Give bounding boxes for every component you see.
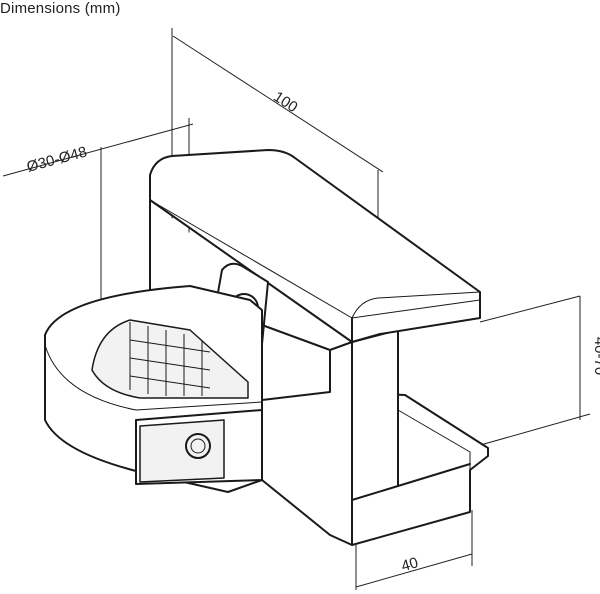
clamp-ring-top-edge [44,344,263,411]
clamp-screw-recess [139,419,225,483]
label-length: 100 [270,88,300,116]
label-height: 40-70 [591,337,600,375]
diagram-title: Dimensions (mm) [0,0,121,17]
top-cover [149,149,481,343]
bracket-side-face [351,329,399,501]
foot-slot-edge [397,463,471,487]
top-cover-bevel [351,291,481,319]
label-width: 40 [399,554,420,575]
dim-line-diameter [2,123,194,177]
clamp-ring-inner [91,319,249,399]
ext-line-height-bottom [469,413,591,449]
screw-icon [185,433,211,459]
dim-line-width [355,553,473,588]
clamp-grip-pad [129,322,211,396]
ext-line-height-top [479,295,581,323]
pole-clamp [44,285,263,493]
dim-line-length [172,35,384,173]
label-diameter: Ø30-Ø48 [25,143,89,175]
